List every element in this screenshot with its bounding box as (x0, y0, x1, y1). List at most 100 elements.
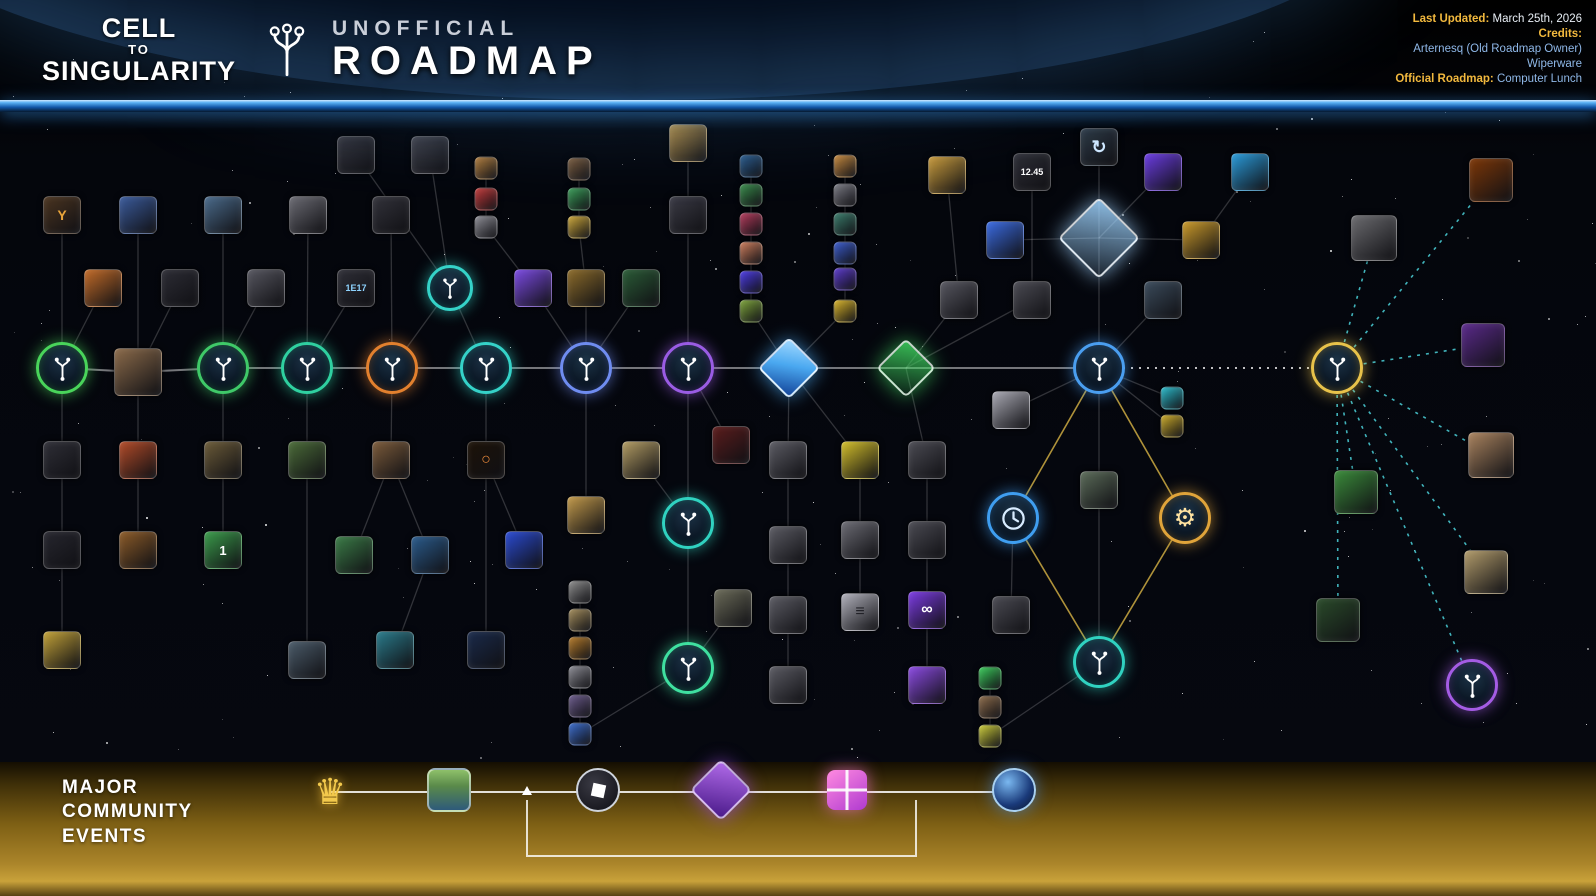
postmars-icon (1316, 598, 1360, 642)
semblance-icon (43, 631, 81, 669)
arthropods-icon (1464, 550, 1508, 594)
mammalking-icon (366, 342, 418, 394)
camera-icon (84, 269, 122, 307)
iron-icon (568, 665, 592, 689)
anomalies-icon (992, 768, 1036, 812)
realeng-icon (43, 531, 81, 569)
civg2-icon (714, 589, 752, 627)
expls1-icon (560, 342, 612, 394)
logit-icon (622, 269, 660, 307)
rocks-icon (833, 183, 857, 207)
aquatic-icon (411, 536, 449, 574)
simreset-icon: ↻ (1080, 128, 1118, 166)
roadmap-label: ROADMAP (332, 39, 602, 84)
sharks-icon (204, 196, 242, 234)
logo-line-singularity: SINGULARITY (42, 55, 237, 86)
bronze-icon (568, 636, 592, 660)
beyondss-icon (460, 342, 512, 394)
logo-line-to: TO (128, 42, 150, 58)
community-events-banner: MAJOR COMMUNITY EVENTS (0, 762, 1596, 896)
revterm-icon (1144, 281, 1182, 319)
indrev-icon (978, 695, 1002, 719)
metaknow-icon (928, 156, 966, 194)
atomic-icon (978, 724, 1002, 748)
middleages-icon (568, 694, 592, 718)
tea-icon (739, 183, 763, 207)
marsg-icon (119, 531, 157, 569)
oceang2-icon (376, 631, 414, 669)
marsexp-icon (114, 348, 162, 396)
expls3-icon (1446, 659, 1498, 711)
converters-icon: 12.45 (1013, 153, 1051, 191)
playerprog-icon (841, 441, 879, 479)
blue-divider-bar (0, 100, 1596, 112)
tech-tree-icon (262, 19, 312, 82)
polishedtc-icon (992, 391, 1030, 429)
colmars-icon (119, 441, 157, 479)
simswitch-icon (514, 269, 552, 307)
modcivg2-icon (1080, 471, 1118, 509)
primsim-icon (43, 441, 81, 479)
roadmap-title: UNOFFICIAL ROADMAP (332, 16, 602, 84)
ai-icon (833, 267, 857, 291)
roblox-icon (576, 768, 620, 812)
achievements-icon (119, 196, 157, 234)
logo-line-cell: CELL (101, 12, 177, 43)
valuesort-icon (411, 136, 449, 174)
remast-icon (622, 441, 660, 479)
news-icon: ≡ (841, 593, 879, 631)
plants-icon (1334, 470, 1378, 514)
pollination-icon (567, 215, 591, 239)
modcivrev-icon (1073, 636, 1125, 688)
nanobot-icon (289, 196, 327, 234)
planets3d-icon (505, 531, 543, 569)
credit-wiperware: Wiperware (1527, 58, 1582, 70)
reboottc-icon (987, 492, 1039, 544)
official-roadmap-line: Official Roadmap: Computer Lunch (1395, 72, 1582, 87)
deepsea-icon (739, 154, 763, 178)
future-icon (1311, 342, 1363, 394)
ageexp-icon (568, 722, 592, 746)
riserept-icon (281, 342, 333, 394)
civrev-icon (662, 642, 714, 694)
reschips-icon (1231, 153, 1269, 191)
profilecust-icon (669, 124, 707, 162)
realengorg-icon (992, 596, 1030, 634)
neural-icon (769, 526, 807, 564)
amph-icon (1160, 386, 1184, 410)
credit-arternesq: Arternesq (Old Roadmap Owner) (1413, 43, 1582, 55)
official-roadmap-value: Computer Lunch (1496, 73, 1582, 85)
scinot-icon: 1E17 (337, 269, 375, 307)
darwupg-icon (1182, 221, 1220, 259)
exphub-icon (567, 496, 605, 534)
last-updated-label: Last Updated: (1412, 13, 1490, 25)
mesomania-icon: ♛ (313, 771, 347, 812)
music-icon (739, 212, 763, 236)
header-bar: CELL TO SINGULARITY UNOFFICIAL ROADMAP L… (0, 0, 1596, 100)
credits-label: Credits: (1538, 28, 1582, 40)
cosmic-icon (712, 426, 750, 464)
augconsole-icon (669, 196, 707, 234)
outbreaks-icon (739, 299, 763, 323)
last-updated-line: Last Updated: March 25th, 2026 (1395, 12, 1582, 27)
philosophy-icon (474, 215, 498, 239)
darwsynth-icon (908, 666, 946, 704)
spaceg-icon: ○ (467, 441, 505, 479)
landg2-icon (288, 441, 326, 479)
astroexp-icon (1469, 158, 1513, 202)
badges-icon (567, 269, 605, 307)
dailymutov-icon (908, 521, 946, 559)
unofficial-label: UNOFFICIAL (332, 16, 520, 40)
stackupg-icon (986, 221, 1024, 259)
official-roadmap-label: Official Roadmap: (1395, 73, 1494, 85)
uiover-icon (908, 441, 946, 479)
humanbody-icon (739, 241, 763, 265)
release-icon (36, 342, 88, 394)
beyondprestige-icon (1461, 323, 1505, 367)
boosters-icon: Y (43, 196, 81, 234)
credits-block: Last Updated: March 25th, 2026 Credits: … (1395, 12, 1582, 87)
last-updated-value: March 25th, 2026 (1492, 13, 1582, 25)
expls2-icon (662, 342, 714, 394)
dailymut-icon (161, 269, 199, 307)
